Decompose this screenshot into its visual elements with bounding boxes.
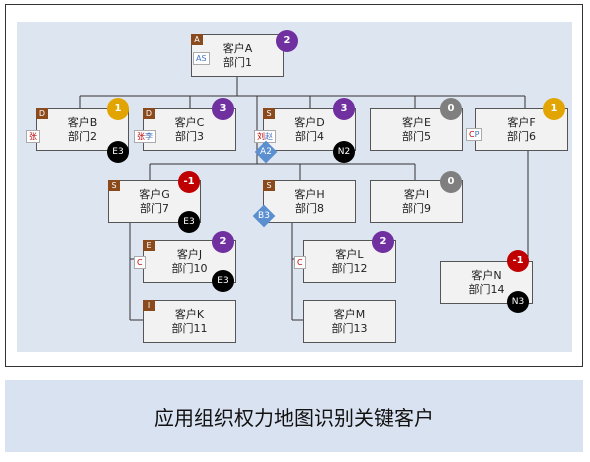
customer-name: 客户L: [335, 248, 364, 261]
node-customer-c[interactable]: D 客户C 部门3: [143, 108, 236, 151]
influence-badge: -1: [507, 250, 529, 272]
role-tag: D: [36, 108, 48, 119]
relationship-marker: N2: [333, 141, 355, 163]
influence-badge: 2: [212, 231, 234, 253]
customer-name: 客户B: [67, 116, 98, 129]
department-name: 部门9: [402, 202, 431, 215]
influence-badge: 0: [440, 98, 462, 120]
department-name: 部门5: [402, 130, 431, 143]
role-tag: E: [143, 240, 155, 251]
customer-name: 客户H: [294, 188, 325, 201]
relationship-marker: E3: [107, 141, 129, 163]
role-tag: S: [108, 180, 120, 191]
role-tag: S: [263, 108, 275, 119]
department-name: 部门1: [223, 56, 252, 69]
influence-badge: 0: [440, 171, 462, 193]
department-name: 部门11: [171, 322, 208, 335]
department-name: 部门6: [507, 130, 536, 143]
customer-name: 客户C: [174, 116, 205, 129]
influence-badge: 3: [333, 98, 355, 120]
department-name: 部门7: [140, 202, 169, 215]
relationship-marker: N3: [507, 291, 529, 313]
node-customer-m[interactable]: 客户M 部门13: [303, 300, 396, 343]
department-name: 部门14: [468, 283, 505, 296]
role-tag: I: [143, 300, 155, 311]
node-customer-f[interactable]: 客户F 部门6: [475, 108, 568, 151]
contact-marker: C: [294, 256, 306, 269]
customer-name: 客户M: [333, 308, 366, 321]
customer-name: 客户A: [222, 42, 253, 55]
customer-name: 客户F: [507, 116, 536, 129]
relationship-marker: E3: [178, 211, 200, 233]
contact-marker: 张李: [134, 130, 156, 143]
contact-marker: C: [134, 256, 146, 269]
diamond-marker-label: B3: [258, 211, 270, 221]
influence-badge: 3: [212, 98, 234, 120]
role-tag: S: [263, 180, 275, 191]
department-name: 部门10: [171, 262, 208, 275]
customer-name: 客户N: [471, 269, 502, 282]
role-tag: A: [191, 34, 203, 45]
relationship-marker: E3: [212, 270, 234, 292]
department-name: 部门12: [331, 262, 368, 275]
department-name: 部门3: [175, 130, 204, 143]
department-name: 部门4: [295, 130, 324, 143]
department-name: 部门2: [68, 130, 97, 143]
contact-marker: 张: [26, 130, 40, 143]
customer-name: 客户E: [402, 116, 431, 129]
node-customer-a[interactable]: A 客户A 部门1: [191, 34, 284, 77]
contact-marker: CP: [466, 128, 483, 141]
node-customer-k[interactable]: I 客户K 部门11: [143, 300, 236, 343]
customer-name: 客户G: [139, 188, 170, 201]
role-tag: D: [143, 108, 155, 119]
node-customer-h[interactable]: S 客户H 部门8: [263, 180, 356, 223]
customer-name: 客户K: [174, 308, 205, 321]
department-name: 部门13: [331, 322, 368, 335]
influence-badge: 2: [276, 30, 298, 52]
diagram-caption: 应用组织权力地图识别关键客户: [5, 380, 583, 452]
node-customer-i[interactable]: 客户I 部门9: [370, 180, 463, 223]
contact-marker: AS: [193, 52, 210, 65]
influence-badge: 2: [372, 231, 394, 253]
influence-badge: 1: [107, 98, 129, 120]
diamond-marker-label: A2: [260, 147, 272, 157]
customer-name: 客户I: [403, 188, 430, 201]
department-name: 部门8: [295, 202, 324, 215]
influence-badge: -1: [178, 171, 200, 193]
customer-name: 客户D: [294, 116, 325, 129]
customer-name: 客户J: [176, 248, 203, 261]
influence-badge: 1: [543, 98, 565, 120]
